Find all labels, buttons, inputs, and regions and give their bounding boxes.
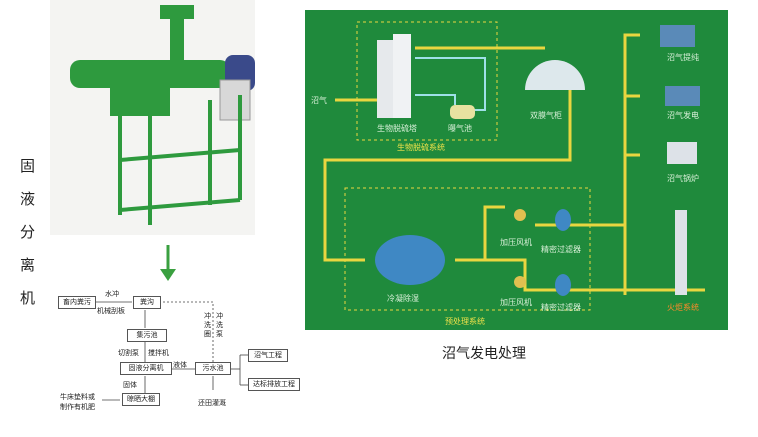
flow-label-flush-b: 冲洗泵 xyxy=(216,312,223,338)
label-desulf-tower: 生物脱硫塔 xyxy=(377,124,417,133)
machine-title-char: 机 xyxy=(20,289,36,307)
flow-label-water-flush: 水冲 xyxy=(105,290,119,298)
down-arrow-icon xyxy=(160,245,176,281)
biogas-process-diagram: 沼气 生物脱硫塔 曝气池 生物脱硫系统 双膜气柜 沼气提纯 沼气发电 沼气锅炉 … xyxy=(305,10,728,330)
label-desulf-system: 生物脱硫系统 xyxy=(397,143,445,152)
label-purification: 沼气提纯 xyxy=(667,53,699,62)
label-power: 沼气发电 xyxy=(667,111,699,120)
pipes xyxy=(323,21,705,311)
machine-title-char: 离 xyxy=(20,256,36,274)
flowchart-connectors xyxy=(95,301,248,401)
flow-label-fertilizer: 制作有机肥 xyxy=(60,403,95,411)
flow-label-irrigation: 还田灌溉 xyxy=(198,399,226,407)
solid-liquid-separator-photo xyxy=(50,0,255,235)
label-fan2: 加压风机 xyxy=(500,298,532,307)
flow-label-solid: 固体 xyxy=(123,381,137,389)
flow-node-trench: 粪沟 xyxy=(133,296,161,309)
label-fan1: 加压风机 xyxy=(500,238,532,247)
label-gas-holder: 双膜气柜 xyxy=(530,111,562,120)
flow-node-collect-pool: 集污池 xyxy=(127,329,167,342)
flow-node-sewage-pool: 污水池 xyxy=(195,362,231,375)
label-condense: 冷凝除湿 xyxy=(387,294,419,303)
flow-label-mixer: 搅拌机 xyxy=(148,349,169,357)
machine-title-char: 液 xyxy=(20,190,36,208)
label-filter1: 精密过滤器 xyxy=(541,245,581,254)
flow-node-source: 畜内粪污 xyxy=(58,296,96,309)
diagram-caption: 沼气发电处理 xyxy=(442,346,526,362)
flow-label-cutting-pump: 切割泵 xyxy=(118,349,139,357)
flow-node-separator: 固液分离机 xyxy=(120,362,172,375)
flow-node-drying: 晾晒大棚 xyxy=(122,393,160,406)
flow-label-bedding: 牛床垫料或 xyxy=(60,393,95,401)
flow-node-discharge-project: 达标排放工程 xyxy=(248,378,300,391)
flow-label-liquid: 液体 xyxy=(173,361,187,369)
label-aeration-pool: 曝气池 xyxy=(448,124,472,133)
label-boiler: 沼气锅炉 xyxy=(667,174,699,183)
label-biogas-in: 沼气 xyxy=(311,96,327,105)
flow-label-flush-a: 冲洗圈 xyxy=(204,312,211,338)
flow-label-scraper: 机械刮板 xyxy=(97,307,125,315)
label-flare: 火炬系统 xyxy=(667,303,699,312)
label-filter2: 精密过滤器 xyxy=(541,303,581,312)
machine-title-char: 分 xyxy=(20,223,36,241)
machine-title-char: 固 xyxy=(20,157,36,175)
flow-node-biogas-project: 沼气工程 xyxy=(248,349,288,362)
label-pretreat-system: 预处理系统 xyxy=(445,317,485,326)
